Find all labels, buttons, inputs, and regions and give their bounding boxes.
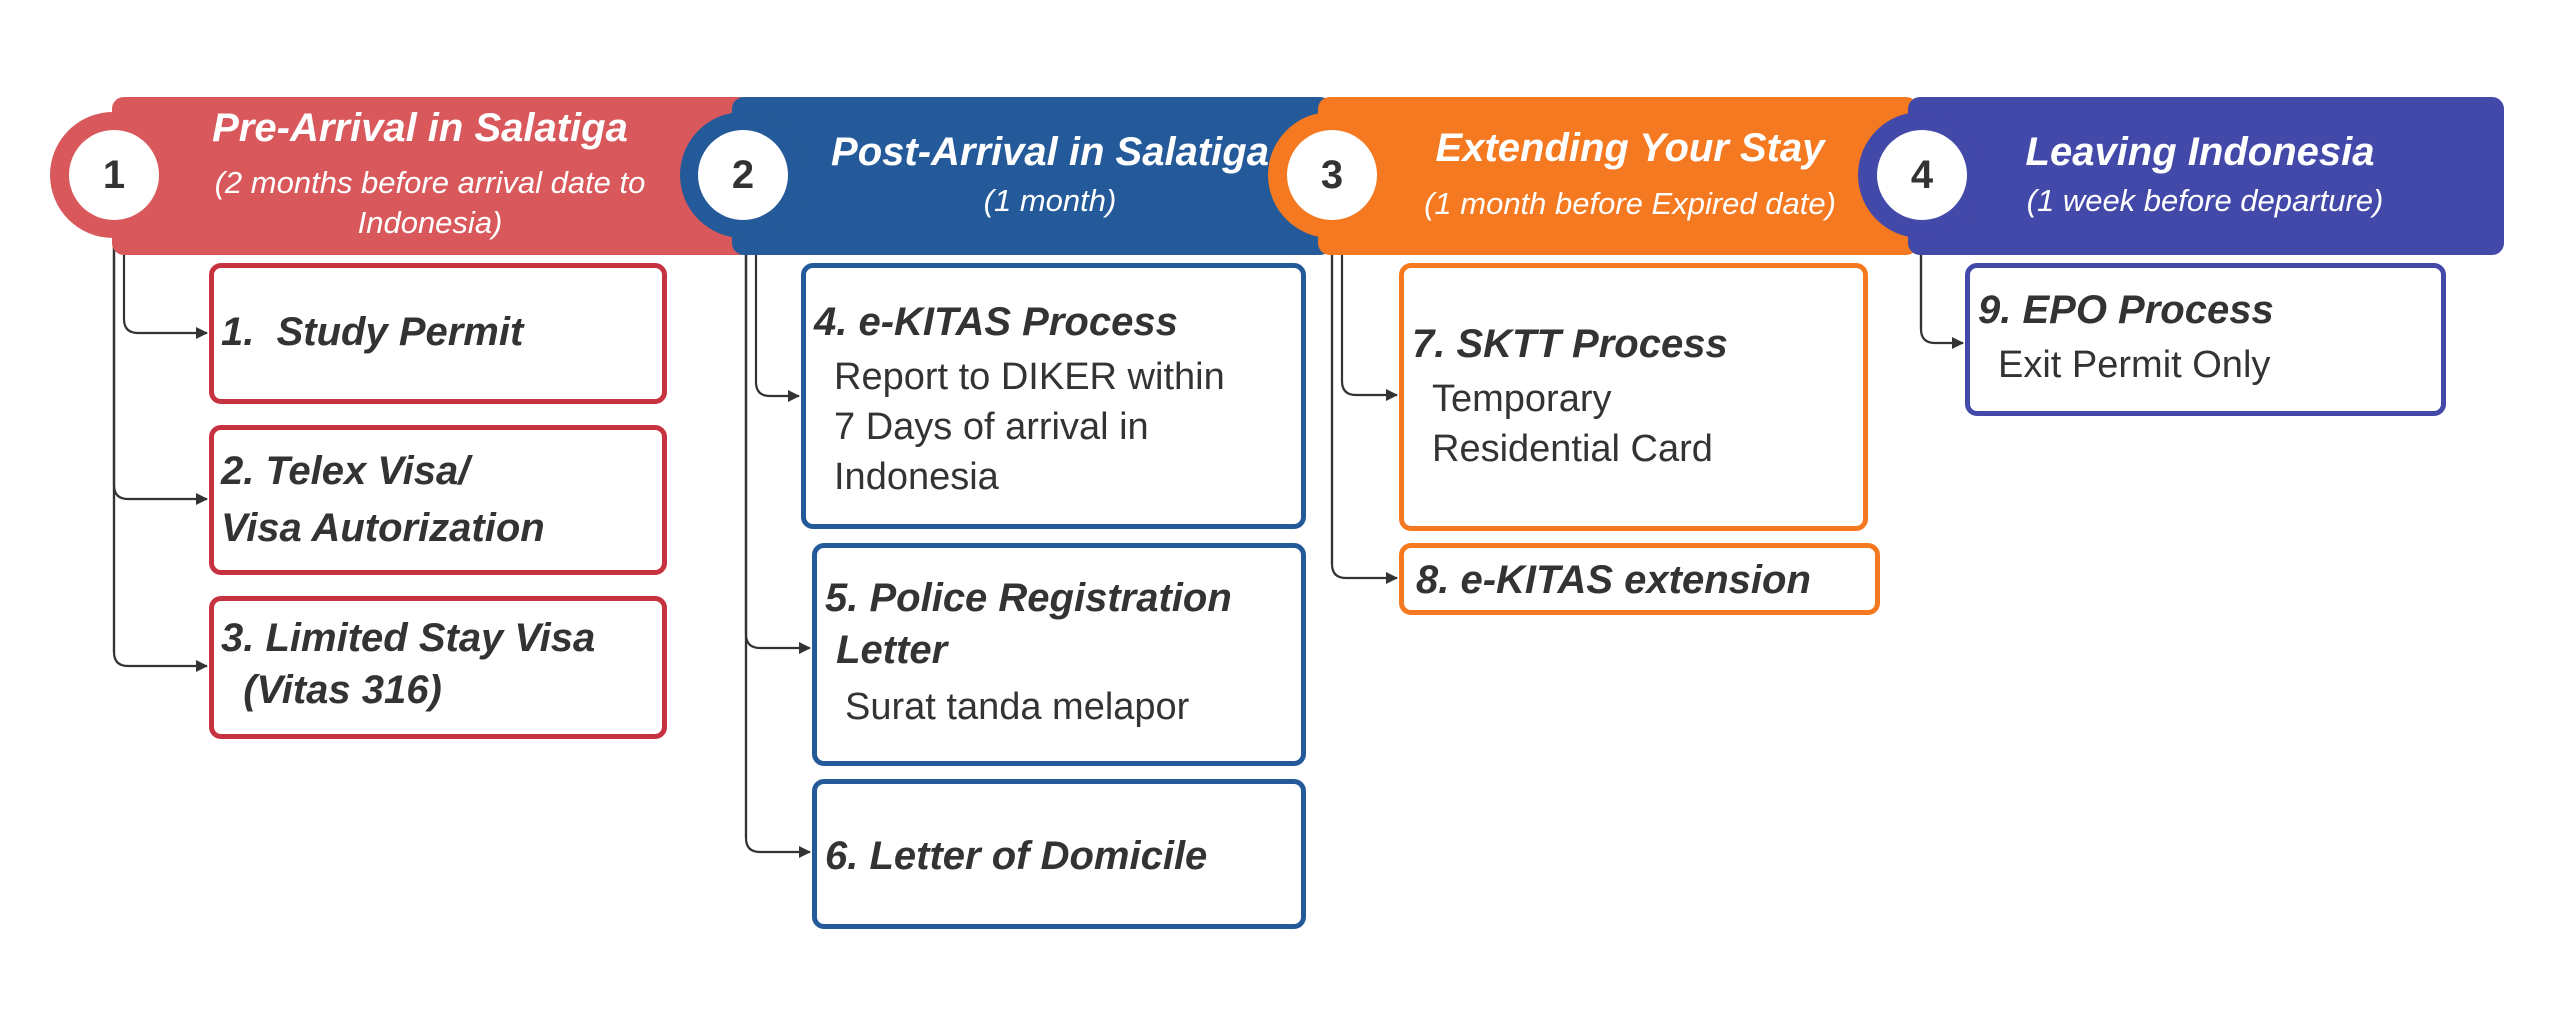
stage-header-post-arrival [732,97,1332,255]
connector-arrow [754,238,800,402]
step-description: Report to DIKER within 7 Days of arrival… [834,356,1225,498]
stage-header-extending [1318,97,1918,255]
step-box-epo-process[interactable]: 9. EPO Process Exit Permit Only [1965,263,2446,416]
step-title: 8. e-KITAS extension [1416,558,1811,602]
step-title: 3. Limited Stay Visa [221,616,596,660]
stage-number-badge: 3 [1287,130,1377,220]
stage-subtitle: Indonesia) [357,205,503,240]
connector-arrow [1340,238,1398,401]
stage-subtitle: (1 week before departure) [2026,183,2384,218]
step-title: 9. EPO Process [1978,288,2274,332]
step-description: Exit Permit Only [1998,344,2271,386]
step-title: 7. SKTT Process [1412,322,1728,366]
step-title-cont: (Vitas 316) [221,668,442,712]
stage-subtitle: (1 month before Expired date) [1424,186,1836,221]
step-box-study-permit[interactable]: 1. Study Permit [209,263,667,404]
connector-arrow [112,238,208,505]
connector-arrow [1330,238,1398,584]
step-title: 6. Letter of Domicile [825,834,1208,878]
stage-number-badge: 2 [698,130,788,220]
stage-title: Post-Arrival in Salatiga [831,130,1269,174]
connector-arrow [744,238,811,858]
connector-arrow [112,238,208,672]
step-title: 2. Telex Visa/ [221,449,470,493]
step-title: 4. e-KITAS Process [814,300,1178,344]
step-description: Surat tanda melapor [845,686,1190,728]
step-box-letter-of-domicile[interactable]: 6. Letter of Domicile [812,779,1306,929]
stage-header-leaving [1908,97,2504,255]
stage-title: Extending Your Stay [1435,126,1825,170]
stage-subtitle: (2 months before arrival date to [214,165,646,200]
step-description: Temporary Residential Card [1432,378,1713,470]
stage-title: Pre-Arrival in Salatiga [212,106,628,150]
step-title-cont: Visa Autorization [221,506,545,550]
step-box-ekitas-extension[interactable]: 8. e-KITAS extension [1399,543,1880,615]
step-box-ekitas-process[interactable]: 4. e-KITAS Process Report to DIKER withi… [801,263,1306,529]
step-box-telex-visa[interactable]: 2. Telex Visa/ Visa Autorization [209,425,667,575]
stage-number-badge: 4 [1877,130,1967,220]
stage-subtitle: (1 month) [983,183,1117,218]
step-box-sktt-process[interactable]: 7. SKTT Process Temporary Residential Ca… [1399,263,1868,531]
connector-arrow [1919,238,1964,349]
connector-arrow [122,238,208,339]
stage-title: Leaving Indonesia [2025,130,2375,174]
step-title-cont: Letter [825,628,948,672]
stage-header-pre-arrival [112,97,752,255]
step-title: 1. Study Permit [221,310,524,354]
step-title: 5. Police Registration [825,576,1232,620]
stage-number-badge: 1 [69,130,159,220]
step-box-limited-stay-visa[interactable]: 3. Limited Stay Visa (Vitas 316) [209,596,667,739]
step-box-police-registration[interactable]: 5. Police Registration Letter Surat tand… [812,543,1306,766]
